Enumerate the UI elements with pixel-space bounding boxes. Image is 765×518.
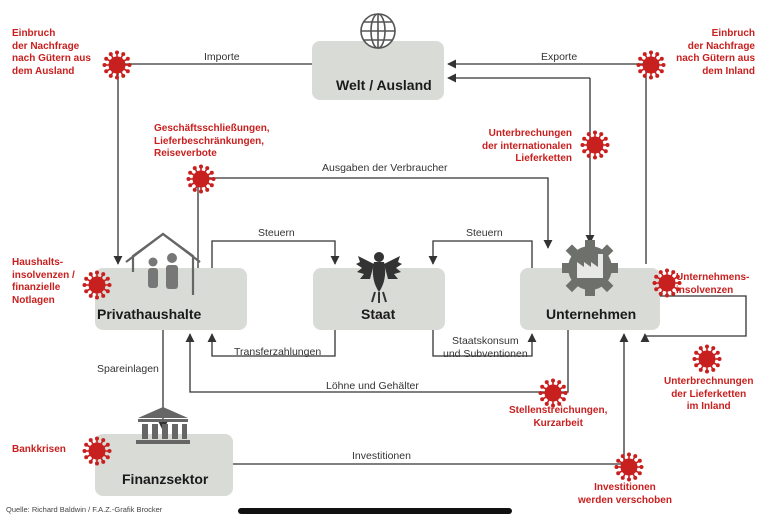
flow-label-loehne: Löhne und Gehälter [326,380,419,392]
label-finanzsektor: Finanzsektor [122,471,209,487]
label-staat: Staat [361,306,396,322]
arrow-loehne [185,330,569,393]
arrow-steuern-left [211,240,340,268]
virus-icon [538,378,568,413]
shock-geschaeftsschliessungen: Geschäftsschließungen,Lieferbeschränkung… [154,123,270,159]
virus-icon [652,268,682,303]
virus-icon [82,436,112,471]
virus-icon [82,270,112,305]
virus-icon [186,164,216,199]
shock-stellenstreichungen: Stellenstreichungen,Kurzarbeit [509,405,608,429]
shock-bankkrisen: Bankkrisen [12,444,66,455]
flow-label-exporte: Exporte [541,51,578,63]
label-welt-ausland: Welt / Ausland [336,77,432,93]
virus-icon [692,344,722,379]
virus-icon [636,50,666,85]
virus-icon [580,130,610,165]
arrow-staatskonsum [432,330,537,357]
flow-label-importe: Importe [204,51,240,63]
arrow-ausgaben [197,177,553,268]
flow-label-staatskonsum: Staatskonsum und Subventionen [443,335,528,360]
label-unternehmen: Unternehmen [546,306,637,322]
globe-icon [360,13,396,49]
box-finanzsektor [95,434,233,496]
house-family-icon [125,232,201,295]
box-welt-ausland [312,41,444,100]
virus-icon [102,50,132,85]
arrow-transfer [207,330,336,357]
flow-label-ausgaben: Ausgaben der Verbraucher [322,162,448,174]
shock-unternehmensinsolvenzen: Unternehmens-insolvenzen [676,272,750,296]
flow-label-steuern-right: Steuern [466,227,503,239]
bank-icon [136,407,190,444]
source-credit: Quelle: Richard Baldwin / F.A.Z.-Grafik … [6,505,163,514]
factory-gear-icon [562,240,618,296]
home-indicator-bar[interactable] [238,508,512,514]
flow-label-investitionen: Investitionen [352,450,411,462]
flow-label-spareinlagen: Spareinlagen [97,363,159,375]
label-privathaushalte: Privathaushalte [97,306,202,322]
flow-label-transfer: Transferzahlungen [234,346,322,358]
arrow-steuern-right [428,240,533,268]
virus-icon [614,452,644,487]
flow-label-steuern-left: Steuern [258,227,295,239]
eagle-icon [356,252,402,303]
arrow-lieferketten-inland [640,295,747,343]
